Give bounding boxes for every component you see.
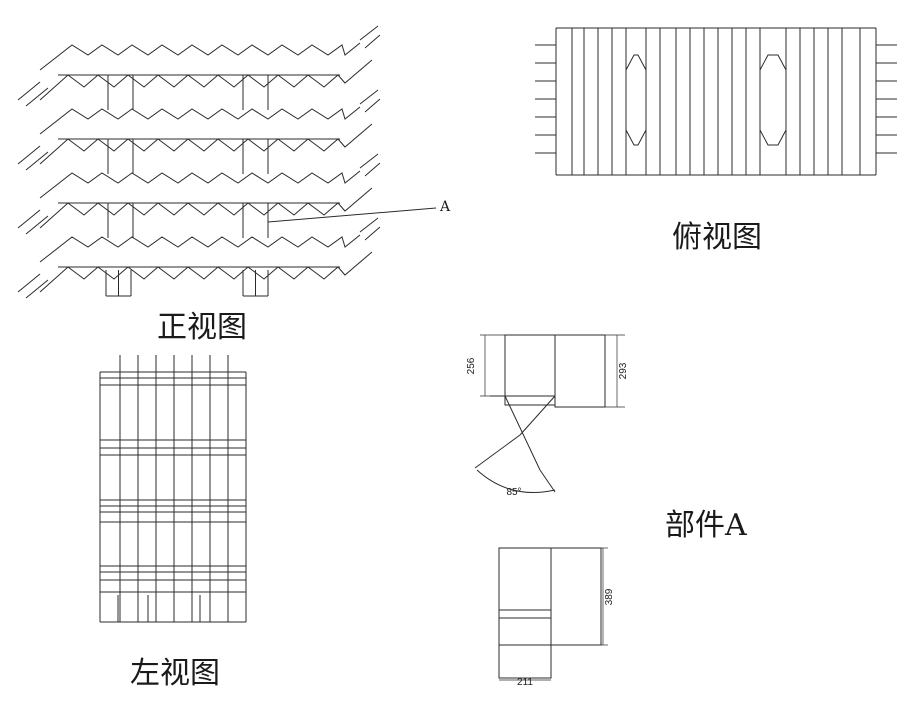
top-bracket [625,129,647,146]
top-bracket [759,129,787,146]
left-view [99,355,247,623]
front-row-1-pipe-left [17,145,41,165]
front-row-2-pipe-left [17,209,41,229]
callout-leader [267,207,437,223]
front-row-0-zigzag-top [39,42,361,71]
front-row-3-zigzag-top [39,234,361,263]
front-view-label: 正视图 [157,310,247,345]
dim-right-height: 293 [618,362,629,379]
front-row-3-pipe-right [359,217,379,233]
front-row-1-pipe-left [25,151,49,171]
dim-left-height: 256 [466,357,477,374]
front-row-0-pipe-right [364,34,381,49]
front-row-0-pipe-left [17,81,41,101]
front-row-0-zigzag-bottom [39,59,373,101]
callout-a-label: A [440,199,451,215]
top-view [535,27,897,176]
dim-bottom-width: 211 [517,677,533,688]
front-row-2-pipe-left [25,215,49,235]
front-row-3-pipe-left [17,273,41,293]
front-row-1-pipe-right [359,89,379,105]
front-row-1-pipe-right [364,98,381,113]
top-view-label: 俯视图 [672,220,762,255]
front-row-1-zigzag-bottom [39,123,373,165]
dim-angle: 85° [506,487,521,498]
front-row-2-pipe-right [364,162,381,177]
front-row-3-pipe-right [364,226,381,241]
front-row-0-pipe-right [359,25,379,41]
part-a-view [474,334,625,681]
left-view-label: 左视图 [130,656,220,691]
top-bracket [759,54,787,71]
front-row-2-zigzag-bottom [39,187,373,229]
front-row-1-zigzag-top [39,106,361,135]
part-a-label: 部件A [665,508,747,543]
top-bracket [625,54,647,71]
dim-bottom-height: 389 [604,588,615,605]
front-row-2-zigzag-top [39,170,361,199]
front-row-2-pipe-right [359,153,379,169]
front-row-3-zigzag-bottom [39,251,373,293]
front-row-3-pipe-left [25,279,49,299]
front-row-0-pipe-left [25,87,49,107]
front-view [17,25,381,299]
